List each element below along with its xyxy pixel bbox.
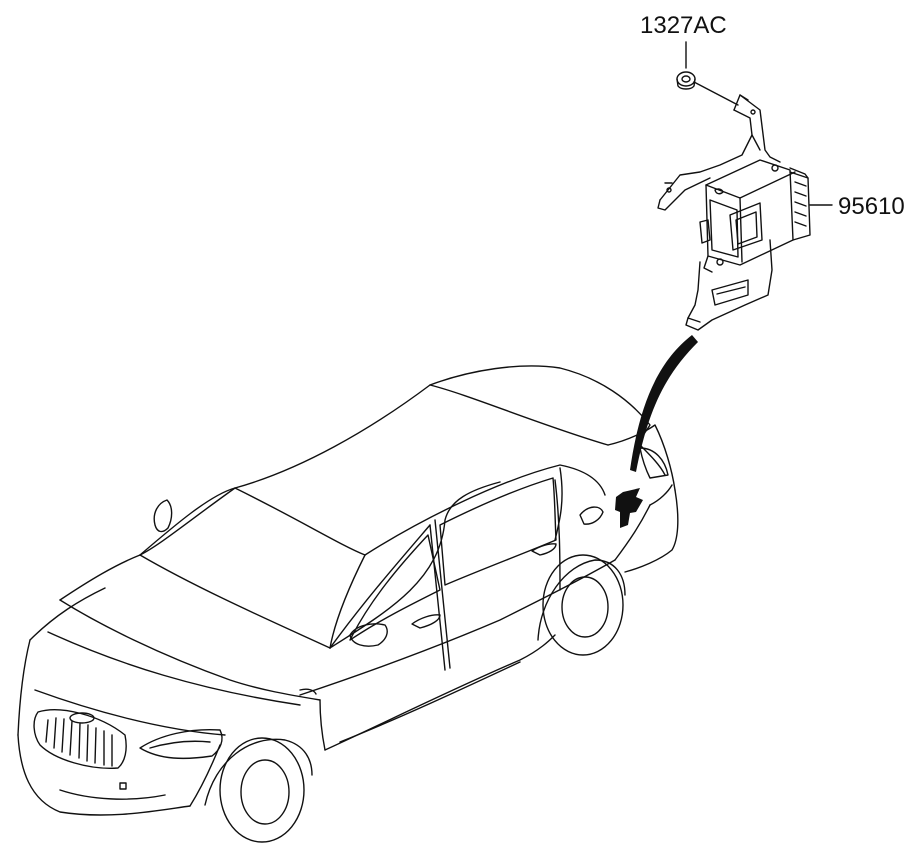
bracket-assembly: [657, 94, 811, 331]
part-number-nut: 1327AC: [640, 12, 727, 39]
leader-line-nut-bracket: [693, 81, 739, 106]
part-number-module: 95610: [838, 193, 905, 220]
location-marker: [615, 335, 698, 528]
nut-part: [676, 71, 696, 90]
vehicle-outline: [17, 365, 679, 843]
